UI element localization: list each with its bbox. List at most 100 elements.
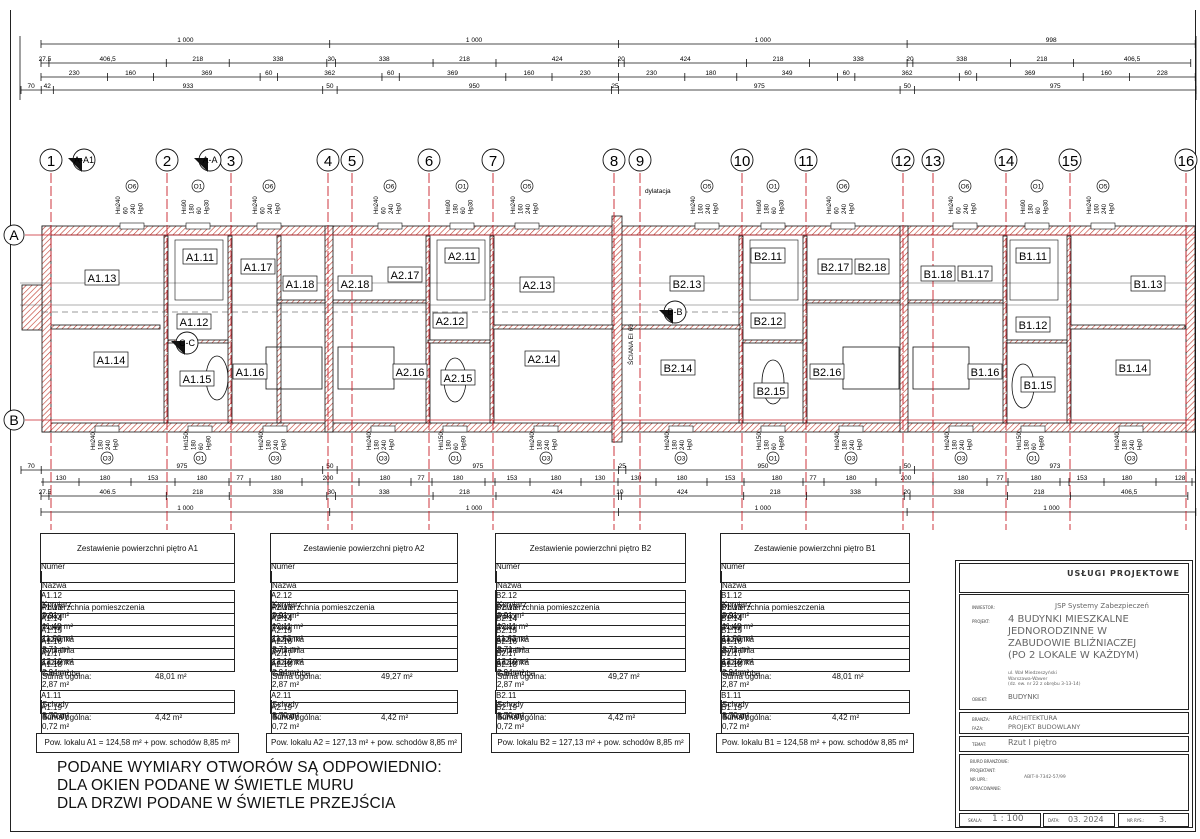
date: 03. 2024	[1068, 815, 1104, 824]
dimension-label: 130	[56, 475, 67, 482]
object: BUDYNKI	[1008, 693, 1040, 701]
drafted-label: OPRACOWANIE:	[970, 786, 1002, 791]
room-number: A1.19	[41, 702, 62, 712]
room-number: B1.18	[721, 660, 742, 669]
section-label: C-C	[179, 338, 195, 348]
opening-tag	[268, 451, 282, 465]
date-box: DATA: 03. 2024	[1043, 813, 1115, 827]
dimension-label: 230	[580, 70, 591, 77]
dimension-label: 218	[459, 56, 470, 63]
room-area: 0,72 m²	[271, 722, 457, 733]
opening-spec: 60	[461, 207, 467, 214]
opening-spec: Hp0	[276, 202, 282, 214]
opening-spec: 180	[99, 439, 105, 450]
stairs-sum-row: Suma ogólna:4,42 m²	[40, 713, 235, 723]
axis-bubble	[39, 148, 63, 172]
sum-label: Suma ogólna:	[42, 672, 92, 681]
room-number: A2.17	[271, 648, 292, 658]
window	[185, 222, 211, 230]
partition-wall	[1066, 235, 1072, 424]
room-name: Korytarz	[41, 600, 234, 611]
room-area: 2,87 m²	[496, 679, 685, 690]
partition-wall	[1002, 235, 1008, 424]
dimension-label: 77	[996, 475, 1004, 482]
dimension-label: 27.5	[39, 489, 52, 496]
dimension-label: 933	[183, 83, 194, 90]
dimension-label: 338	[273, 56, 284, 63]
dimension-label: 153	[1077, 475, 1088, 482]
window	[514, 222, 540, 230]
opening-spec: 160	[1095, 203, 1101, 214]
dimension-label: 973	[1050, 463, 1061, 470]
partition-wall	[427, 339, 491, 344]
room-number: B2.12	[496, 591, 517, 600]
opening-tag-label: O1	[194, 184, 203, 191]
opening-spec: 240	[706, 203, 712, 214]
opening-tag	[844, 451, 858, 465]
room-name: Pokój	[721, 611, 909, 622]
partition-wall	[805, 299, 901, 304]
partition-wall	[1006, 339, 1068, 344]
opening-spec: Hn240	[367, 432, 373, 450]
dimension-label: 406,5	[99, 56, 116, 63]
partition-wall	[907, 299, 1004, 304]
window	[668, 425, 694, 433]
dimension-label: 338	[379, 489, 390, 496]
opening-tag	[700, 179, 714, 193]
opening-spec: 180	[765, 203, 771, 214]
dimension-label: 25	[619, 463, 627, 470]
room-area: 2,87 m²	[271, 679, 457, 690]
room-name: Garderoba	[496, 669, 685, 680]
opening-spec: Hn240	[511, 196, 517, 214]
room-name: Sypialnia	[271, 646, 457, 657]
dimension-label: 50	[904, 83, 912, 90]
party-wall	[324, 225, 334, 433]
stairs-sum-label: Suma ogólna:	[42, 713, 92, 722]
opening-spec: Hp0	[968, 438, 974, 450]
project-box: INWESTOR: JSP Systemy Zabezpieczeń PROJE…	[959, 594, 1189, 710]
window	[948, 425, 974, 433]
room-number: B2.16	[496, 637, 517, 646]
opening-spec: Hp0	[139, 202, 145, 214]
axis-label: B	[9, 412, 18, 428]
opening-spec: 240	[268, 203, 274, 214]
opening-spec: 180	[1029, 203, 1035, 214]
room-label-box	[1020, 376, 1056, 393]
opening-spec: 60	[772, 207, 778, 214]
opening-spec: Hn240	[827, 196, 833, 214]
room-label: B2.11	[754, 251, 782, 263]
opening-spec: 60	[957, 207, 963, 214]
dimension-label: 153	[507, 475, 518, 482]
dimension-label: 406,5	[1121, 489, 1138, 496]
opening-tag	[262, 179, 276, 193]
axis-bubble	[891, 148, 915, 172]
room-label: B2.18	[858, 262, 887, 274]
opening-tag-label: O6	[128, 184, 137, 191]
opening-tag-label: O1	[1029, 456, 1038, 463]
opening-tag-label: O3	[847, 456, 856, 463]
dimension-label: 1 000	[1043, 505, 1060, 512]
dimension-label: 424	[680, 56, 691, 63]
room-name: Sypialnia	[721, 646, 909, 657]
room-number: B2.11	[496, 691, 517, 700]
stairs-sum-row: Suma ogólna:4,42 m²	[270, 713, 458, 723]
note-line: DLA DRZWI PODANE W ŚWIETLE PRZEJŚCIA	[57, 795, 396, 812]
room-area: 2,87 m²	[721, 679, 909, 690]
dimension-label: 10	[616, 489, 624, 496]
opening-spec: Hn240	[91, 432, 97, 450]
bed	[337, 346, 395, 390]
room-number: A2.16	[271, 637, 292, 646]
room-name: Schody	[496, 700, 685, 711]
